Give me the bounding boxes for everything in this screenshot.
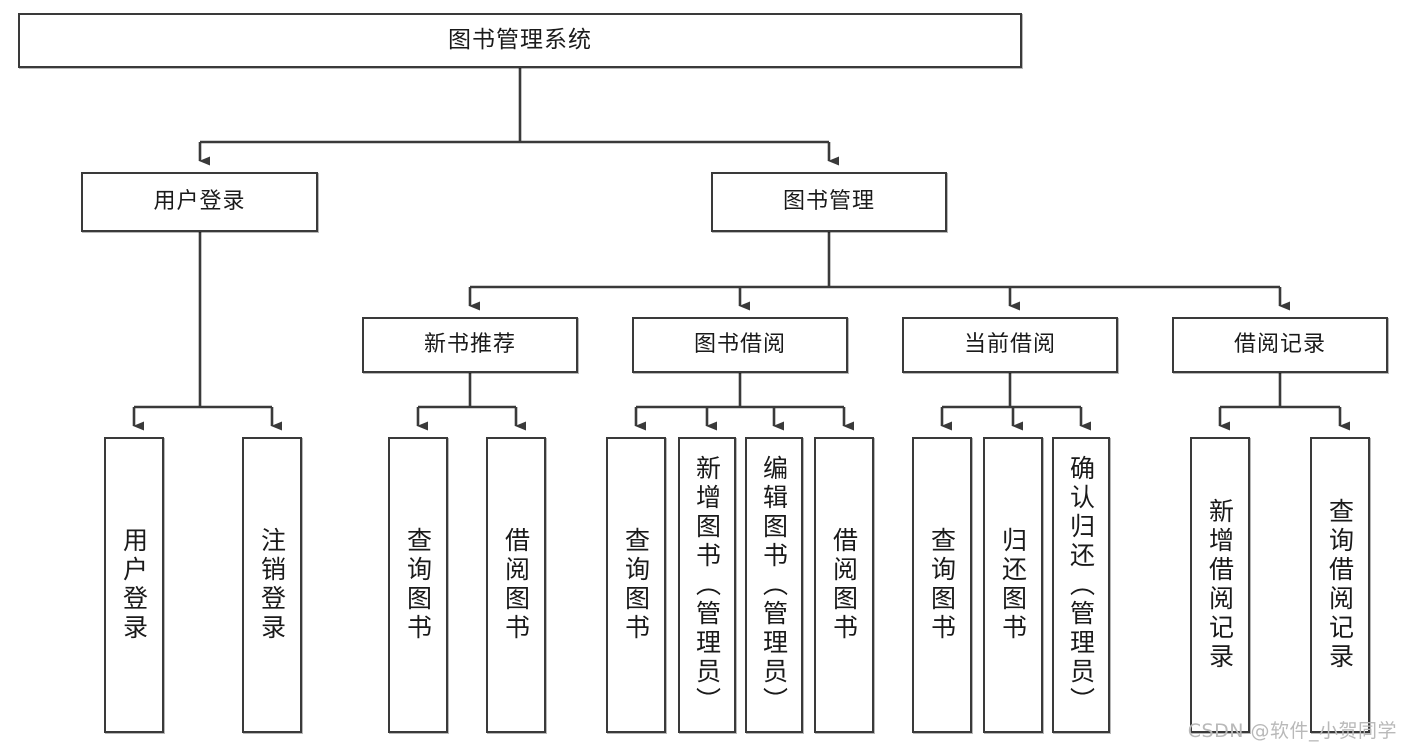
node-label: 图书管理系统: [448, 26, 592, 53]
node-label: 图书借阅: [693, 332, 786, 358]
node-root-system[interactable]: 图书管理系统: [18, 13, 1022, 68]
leaf-logout[interactable]: 注销登录: [242, 437, 302, 733]
leaf-borrow-book[interactable]: 借阅图书: [814, 437, 874, 733]
csdn-watermark: CSDN @软件_小贺同学: [1187, 720, 1397, 742]
node-label: 归还图书: [998, 527, 1028, 643]
leaf-query-book-recommend[interactable]: 查询图书: [388, 437, 448, 733]
leaf-borrow-book-recommend[interactable]: 借阅图书: [486, 437, 546, 733]
node-user-login[interactable]: 用户登录: [81, 172, 318, 232]
node-label: 借阅图书: [501, 527, 531, 643]
node-book-borrow[interactable]: 图书借阅: [632, 317, 848, 373]
node-new-book-recommend[interactable]: 新书推荐: [362, 317, 578, 373]
node-label: 查询图书: [403, 527, 433, 643]
leaf-add-book-admin[interactable]: 新增图书（管理员）: [678, 437, 736, 733]
node-label: 编辑图书（管理员）: [759, 454, 789, 716]
node-label: 用户登录: [119, 527, 149, 643]
node-label: 借阅记录: [1233, 332, 1326, 358]
node-label: 新书推荐: [423, 332, 516, 358]
node-label: 查询借阅记录: [1325, 498, 1355, 672]
node-label: 查询图书: [621, 527, 651, 643]
node-label: 当前借阅: [963, 332, 1056, 358]
node-borrow-record[interactable]: 借阅记录: [1172, 317, 1388, 373]
node-label: 查询图书: [927, 527, 957, 643]
node-label: 确认归还（管理员）: [1066, 454, 1096, 716]
node-current-borrow[interactable]: 当前借阅: [902, 317, 1118, 373]
leaf-return-book[interactable]: 归还图书: [983, 437, 1043, 733]
leaf-edit-book-admin[interactable]: 编辑图书（管理员）: [745, 437, 803, 733]
node-label: 用户登录: [153, 189, 246, 215]
node-label: 注销登录: [257, 527, 287, 643]
leaf-user-login[interactable]: 用户登录: [104, 437, 164, 733]
node-label: 新增图书（管理员）: [692, 454, 722, 716]
node-label: 新增借阅记录: [1205, 498, 1235, 672]
leaf-add-borrow-record[interactable]: 新增借阅记录: [1190, 437, 1250, 733]
leaf-query-borrow-record[interactable]: 查询借阅记录: [1310, 437, 1370, 733]
node-book-management[interactable]: 图书管理: [711, 172, 947, 232]
node-label: 借阅图书: [829, 527, 859, 643]
node-label: 图书管理: [782, 189, 875, 215]
leaf-query-book-current[interactable]: 查询图书: [912, 437, 972, 733]
leaf-confirm-return-admin[interactable]: 确认归还（管理员）: [1052, 437, 1110, 733]
leaf-query-book-borrow[interactable]: 查询图书: [606, 437, 666, 733]
